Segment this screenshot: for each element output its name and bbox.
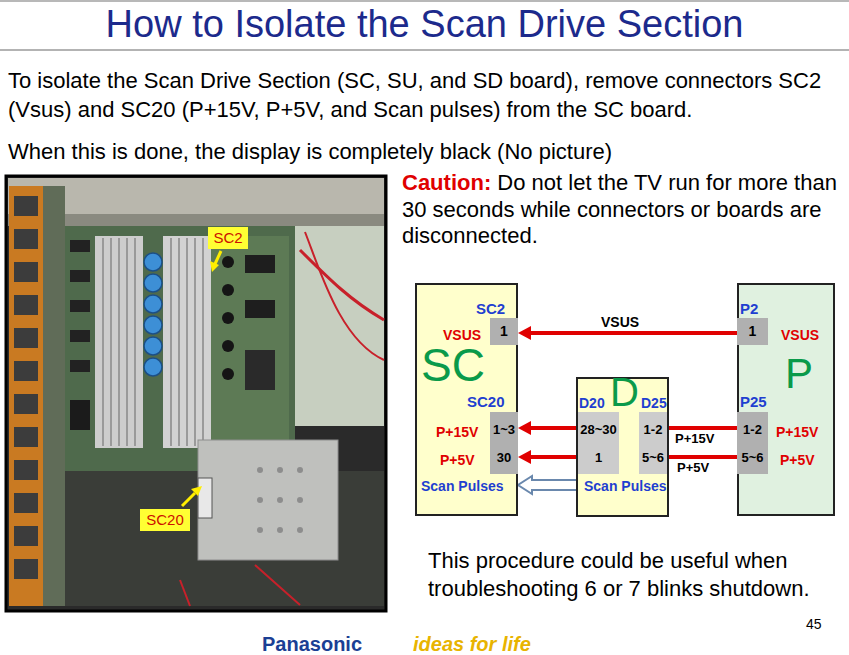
board-name: D bbox=[610, 372, 639, 412]
wire-line bbox=[531, 331, 737, 335]
pin-number: 5~6 bbox=[639, 451, 667, 466]
pin-number: 1~3 bbox=[490, 423, 518, 438]
callout-text: SC2 bbox=[208, 229, 248, 246]
top-rule bbox=[0, 0, 849, 2]
board-name: P bbox=[785, 353, 813, 395]
caution-block: Caution:Do not let the TV run for more t… bbox=[402, 170, 846, 250]
board-name: SC bbox=[421, 342, 485, 388]
page-number: 45 bbox=[806, 616, 822, 632]
board-box: PVSUSP+15VP+5VP21P251-25~6 bbox=[737, 283, 835, 516]
title-rule bbox=[0, 49, 849, 51]
pin-number: 30 bbox=[490, 451, 518, 466]
wire-label: P+5V bbox=[676, 461, 710, 476]
wire-label: VSUS bbox=[600, 314, 640, 330]
wire-line bbox=[531, 455, 578, 459]
connector-pins: SC201~330 bbox=[490, 412, 518, 474]
arrow-head bbox=[518, 450, 531, 464]
connector-name: SC2 bbox=[476, 300, 505, 317]
connector-pins: P251-25~6 bbox=[737, 412, 768, 474]
callout-leader bbox=[182, 486, 202, 506]
signal-name: P+5V bbox=[780, 452, 815, 468]
pin-number: 1 bbox=[490, 323, 518, 339]
connector-pins: D251-25~6 bbox=[639, 412, 667, 474]
wire-line bbox=[531, 426, 578, 430]
arrow-head bbox=[518, 421, 531, 435]
connector-name: D25 bbox=[641, 395, 667, 411]
connector-name: P2 bbox=[740, 300, 758, 317]
pin-number: 1 bbox=[578, 451, 619, 466]
signal-arrow-hollow bbox=[518, 476, 578, 494]
callout-text: SC20 bbox=[140, 511, 190, 528]
callout-label: SC2 bbox=[208, 227, 248, 249]
signal-name: VSUS bbox=[443, 327, 481, 343]
connector-pins: SC21 bbox=[490, 318, 518, 345]
power-wire bbox=[667, 457, 737, 458]
board-box: DScan PulsesD2028~301D251-25~6 bbox=[576, 377, 669, 517]
connector-pins: P21 bbox=[737, 318, 768, 345]
callout-label: SC20 bbox=[140, 509, 190, 531]
brand-name: Panasonic bbox=[262, 634, 362, 654]
signal-name: P+15V bbox=[436, 424, 478, 440]
wire-line bbox=[667, 426, 737, 430]
pin-number: 1-2 bbox=[639, 423, 667, 438]
signal-name: P+15V bbox=[776, 424, 818, 440]
note-text: This procedure could be useful when trou… bbox=[428, 547, 838, 603]
pin-number: 1 bbox=[737, 323, 768, 339]
wire-label: P+15V bbox=[674, 432, 715, 447]
pin-number: 1-2 bbox=[737, 423, 768, 438]
arrow-outline bbox=[518, 476, 578, 494]
connector-name: D20 bbox=[579, 395, 605, 411]
board-box: SCVSUSP+15VP+5VScan PulsesSC21SC201~330 bbox=[415, 283, 518, 516]
caution-heading: Caution: bbox=[402, 170, 491, 195]
brand-slogan: ideas for life bbox=[413, 634, 531, 654]
signal-name: Scan Pulses bbox=[421, 478, 504, 494]
pin-number: 28~30 bbox=[578, 423, 619, 438]
signal-name: VSUS bbox=[781, 327, 819, 343]
wire-line bbox=[667, 455, 737, 459]
connector-pins: D2028~301 bbox=[578, 412, 619, 474]
result-text: When this is done, the display is comple… bbox=[8, 137, 848, 166]
signal-name: Scan Pulses bbox=[584, 478, 667, 494]
arrow-head bbox=[518, 326, 531, 340]
board-photo bbox=[6, 176, 386, 611]
pin-number: 5~6 bbox=[737, 451, 768, 466]
power-wire bbox=[518, 450, 578, 464]
callout-leader bbox=[210, 251, 221, 272]
connector-name: P25 bbox=[740, 393, 767, 410]
power-wire bbox=[667, 428, 737, 429]
slide-title: How to Isolate the Scan Drive Section bbox=[0, 3, 849, 47]
power-wire bbox=[518, 421, 578, 435]
connector-name: SC20 bbox=[467, 393, 505, 410]
intro-text: To isolate the Scan Drive Section (SC, S… bbox=[8, 66, 848, 124]
signal-name: P+5V bbox=[440, 452, 475, 468]
